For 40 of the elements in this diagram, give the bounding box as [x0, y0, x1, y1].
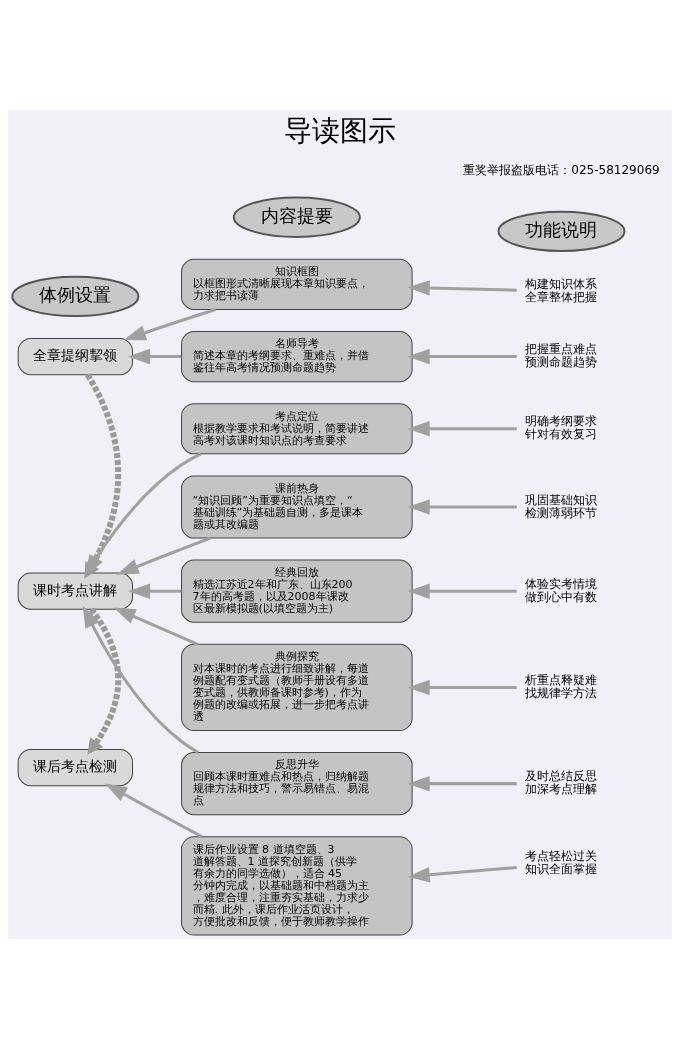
- diagram-title: 导读图示: [283, 113, 396, 147]
- node-ellipse: 内容提要: [232, 196, 361, 238]
- node-box: 考点定位 根据教学要求和考试说明，简要讲述高考对该课时知识点的考查要求: [181, 402, 413, 454]
- node-box: 经典回放 精选江苏近2年和广东、山东2007年的高考题，以及2008年课改区最新模拟题(以填空题为主): [181, 559, 413, 623]
- node-text: 构建知识体系全章整体把握: [525, 276, 598, 304]
- node-text: 析重点释疑难找规律学方法: [525, 672, 598, 700]
- node-text: 巩固基础知识检测薄弱环节: [525, 492, 598, 520]
- node-box: 反思升华 回顾本课时重难点和热点，归纳解题规律方法和技巧，警示易错点、易混点: [181, 751, 413, 815]
- arrow: [407, 348, 517, 364]
- node-ellipse: 功能说明: [497, 210, 626, 252]
- arrow: [407, 279, 517, 296]
- node-text: 明确考纲要求针对有效复习: [525, 413, 598, 441]
- arrow: [123, 307, 216, 340]
- arrow: [407, 420, 517, 436]
- node-box: 课后考点检测: [17, 748, 133, 786]
- node-box: 全章提纲挈领: [17, 337, 133, 375]
- node-text: 把握重点难点预测命题趋势: [525, 341, 598, 369]
- arrow: [127, 582, 182, 599]
- arrow: [87, 607, 122, 754]
- node-box: 课前热身 “知识回顾”为重要知识点填空，“基础训练”为基础题自测，多是课本题或其改编题: [181, 474, 413, 539]
- node-box: 课后作业设置 8 道填空题、3 道解答题、1 道探究创新题（供学有余力的同学选做），适合 45 分钟内完成，以基础题和中档题为主，难度合理，注重夯实基础，力求少而精. 此外，课后作业活页设计，方便批改和反馈，便于教师教学操作: [181, 835, 413, 935]
- arrow: [407, 679, 517, 695]
- arrow: [82, 605, 199, 754]
- node-box: 典例探究 对本课时的考点进行细致讲解，每道例题配有变式题（教师手册设有多道变式题，供教师备课时参考)，作为例题的改编或拓展，进一步把考点讲透: [181, 643, 413, 731]
- arrow: [407, 582, 517, 599]
- node-ellipse: 体例设置: [11, 275, 140, 317]
- arrow: [407, 865, 517, 882]
- node-box: 知识框图 以框图形式清晰展现本章知识要点，力求把书读薄: [181, 258, 413, 310]
- arrow: [104, 783, 203, 838]
- node-box: 课时考点讲解: [17, 572, 133, 610]
- node-text: 考点轻松过关知识全面掌握: [525, 848, 598, 876]
- arrow: [127, 348, 182, 364]
- arrow: [407, 498, 517, 515]
- label: 重奖举报盗版电话：025-58129069: [463, 162, 660, 177]
- node-text: 及时总结反思加深考点理解: [525, 768, 598, 796]
- node-box: 名师导考 简述本章的考纲要求、重难点，并借鉴往年高考情况预测命题趋势: [181, 330, 413, 382]
- node-text: 体验实考情境做到心中有数: [525, 576, 598, 604]
- arrow: [116, 536, 212, 575]
- arrow: [113, 606, 198, 646]
- arrow: [407, 775, 517, 791]
